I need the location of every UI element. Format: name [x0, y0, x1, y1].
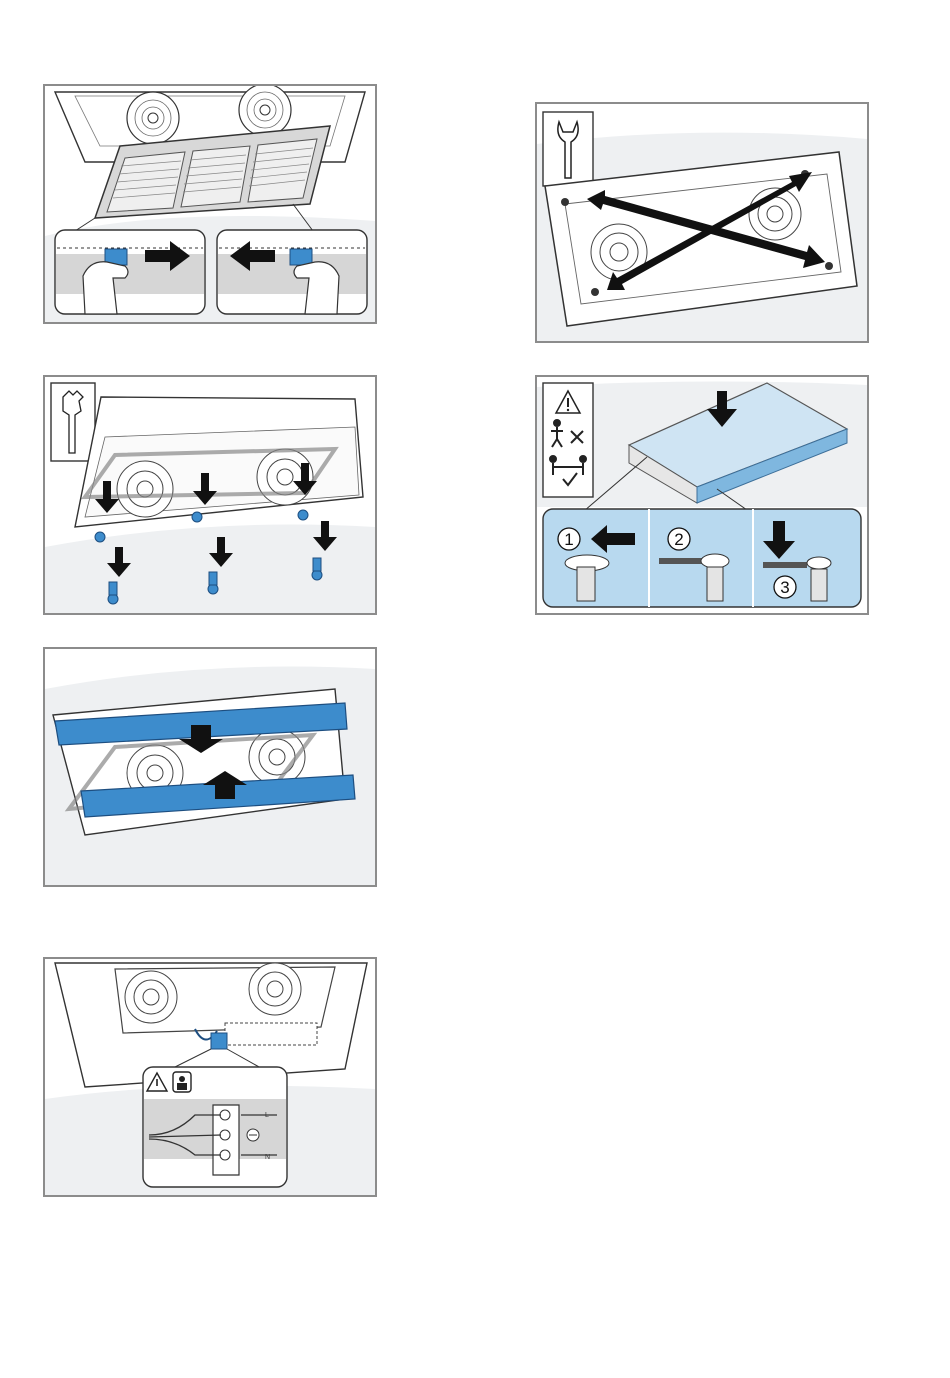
filter-removal-illustration — [45, 86, 375, 322]
svg-text:3: 3 — [780, 578, 789, 597]
fan-left-icon — [127, 92, 179, 144]
detail-inset-right — [217, 230, 367, 314]
fan-right-icon — [239, 86, 291, 136]
figure-mounting-rails — [43, 647, 377, 887]
figure-electrical-connection: L N — [43, 957, 377, 1197]
svg-text:2: 2 — [674, 530, 683, 549]
figure-spanner-diagonal — [535, 102, 869, 343]
svg-text:1: 1 — [564, 530, 573, 549]
spanner-diagonal-illustration — [537, 104, 867, 341]
figure-torx-screws — [43, 375, 377, 615]
step-strip: 1 2 3 — [543, 509, 861, 607]
spanner-icon — [543, 112, 593, 186]
figure-lift-and-tighten: 1 2 3 — [535, 375, 869, 615]
wiring-detail-inset: L N — [143, 1067, 287, 1187]
electrician-icon — [173, 1072, 191, 1092]
detail-inset-left — [55, 230, 205, 314]
lift-and-tighten-illustration: 1 2 3 — [537, 377, 867, 613]
figure-filter-removal — [43, 84, 377, 324]
torx-bit-icon — [51, 383, 95, 461]
torx-screws-illustration — [45, 377, 375, 613]
electrical-connection-illustration: L N — [45, 959, 375, 1195]
earth-icon — [247, 1129, 259, 1141]
terminal-connector — [211, 1033, 227, 1049]
mounting-rails-illustration — [45, 649, 375, 885]
